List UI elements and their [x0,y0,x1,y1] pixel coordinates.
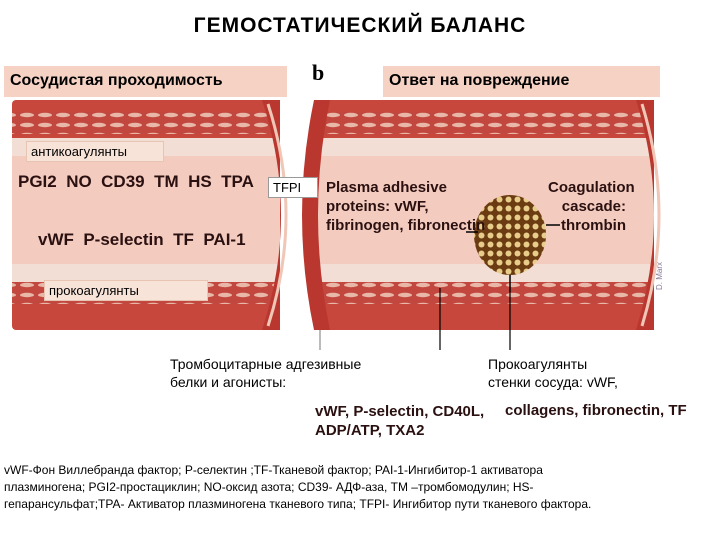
coag-line-2: cascade: [561,198,626,215]
platelet-agonist-list: vWF, P-selectin, CD40L, ADP/ATP, TXA2 [315,402,484,440]
label-hs: HS [188,172,212,191]
legend-line-2: плазминогена; PGI2-простациклин; NO-окси… [4,480,534,494]
tfpi-label: TFPI [268,177,318,198]
left-vessel-row1: PGI2 NO CD39 TM HS TPA [18,172,258,192]
side-credit: D. Marx [655,262,664,290]
legend-line-1: vWF-Фон Виллебранда фактор; P-селектин ;… [4,463,543,477]
label-pai1: PAI-1 [203,230,246,249]
adhesive-line-2: proteins: vWF, [326,198,429,215]
procoagulants-label: прокоагулянты [44,280,208,301]
label-tf: TF [173,230,194,249]
panel-letter: b [312,60,325,85]
vessel-illustration [12,100,661,350]
legend-line-3: гепарансульфат;TPA- Активатор плазминоге… [4,497,592,511]
adhesive-line-3: fibrinogen, fibronectin [326,217,486,234]
platelet-list-line-1: vWF, P-selectin, CD40L, [315,403,485,420]
page-title: ГЕМОСТАТИЧЕСКИЙ БАЛАНС [193,14,527,37]
platelet-caption-line-1: Тромбоцитарные адгезивные [170,356,362,372]
left-header: Сосудистая проходимость [4,66,287,97]
abbreviation-legend: vWF-Фон Виллебранда фактор; P-селектин ;… [4,462,718,513]
label-cd39: CD39 [101,172,145,191]
right-vessel [302,100,661,330]
label-pgi2: PGI2 [18,172,57,191]
label-vwf: vWF [38,230,74,249]
right-header: Ответ на повреждение [383,66,660,97]
label-tm: TM [154,172,179,191]
adhesive-proteins-text: Plasma adhesive proteins: vWF, fibrinoge… [326,178,485,235]
wall-caption: Прокоагулянты стенки сосуда: vWF, [488,355,618,391]
platelet-caption: Тромбоцитарные адгезивные белки и агонис… [170,355,361,391]
coag-line-3: thrombin [561,217,626,234]
coagulation-text: Coagulation cascade: thrombin [548,178,635,235]
label-tpa: TPA [221,172,254,191]
adhesive-line-1: Plasma adhesive [326,179,447,196]
label-no: NO [66,172,92,191]
wall-caption-line-1: Прокоагулянты [488,356,588,372]
wall-procoagulant-list: collagens, fibronectin, TF [505,402,687,419]
anticoagulants-label: антикоагулянты [26,141,164,162]
platelet-caption-line-2: белки и агонисты: [170,374,287,390]
platelet-list-line-2: ADP/ATP, TXA2 [315,422,425,439]
coag-line-1: Coagulation [548,179,635,196]
label-p-selectin: P-selectin [83,230,164,249]
thrombus [474,195,546,275]
left-vessel-row2: vWF P-selectin TF PAI-1 [38,230,278,250]
wall-caption-line-2: стенки сосуда: vWF, [488,374,618,390]
